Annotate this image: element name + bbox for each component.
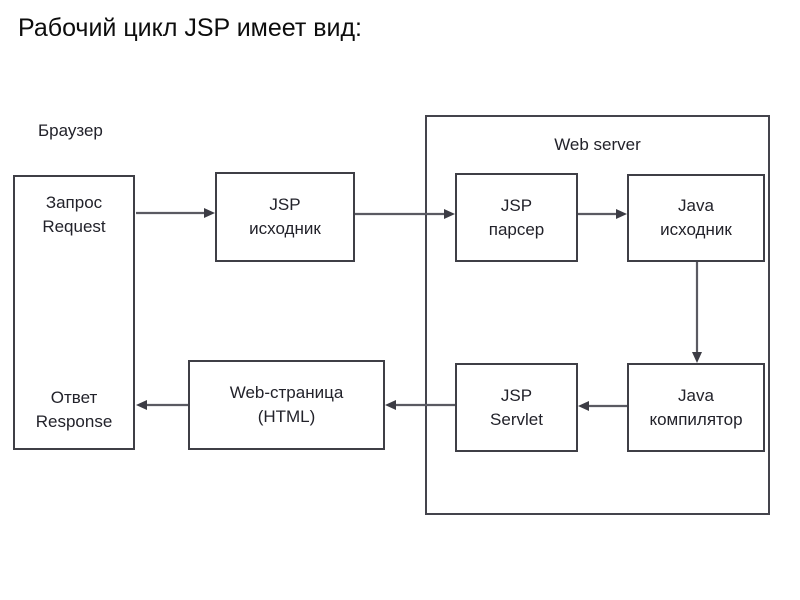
node-request-label-line2: Request	[42, 217, 106, 236]
node-response-label-line2: Response	[35, 412, 113, 431]
edge-request-to-jsp-source	[136, 208, 215, 218]
node-jsp-source[interactable]: JSP исходник	[215, 172, 355, 262]
node-java-compiler-line1: Java	[678, 385, 714, 405]
node-request-label-line1: Запрос	[45, 193, 103, 212]
node-java-source-line1: Java	[678, 196, 714, 215]
node-response-label-line1: Ответ	[50, 388, 98, 407]
node-jsp-source-line2: исходник	[249, 219, 321, 238]
page-title: Рабочий цикл JSP имеет вид:	[18, 14, 363, 42]
node-jsp-source-line1: JSP	[269, 195, 301, 214]
node-jsp-servlet-line1: JSP	[500, 385, 533, 405]
group-box-web-server	[425, 115, 770, 515]
node-java-source-line2: исходник	[660, 220, 732, 239]
node-jsp-parser-line1: JSP	[500, 195, 533, 215]
browser-caption-label: Браузер	[38, 121, 103, 140]
edge-web-page-to-response	[136, 400, 188, 410]
node-jsp-servlet-line2: Servlet	[490, 409, 543, 429]
node-java-compiler[interactable]: Java компилятор	[627, 363, 765, 452]
group-label-web-server: Web server	[554, 135, 641, 154]
node-web-page-line2: (HTML)	[257, 407, 316, 426]
node-web-page[interactable]: Web-страница (HTML)	[188, 360, 385, 450]
node-browser[interactable]: Запрос Request Ответ Response	[13, 175, 135, 450]
node-web-page-line1: Web-страница	[229, 383, 344, 402]
node-java-source[interactable]: Java исходник	[627, 174, 765, 262]
node-jsp-servlet[interactable]: JSP Servlet	[455, 363, 578, 452]
node-jsp-parser-line2: парсер	[488, 219, 545, 239]
node-java-compiler-line2: компилятор	[649, 409, 743, 429]
node-jsp-parser[interactable]: JSP парсер	[455, 173, 578, 262]
